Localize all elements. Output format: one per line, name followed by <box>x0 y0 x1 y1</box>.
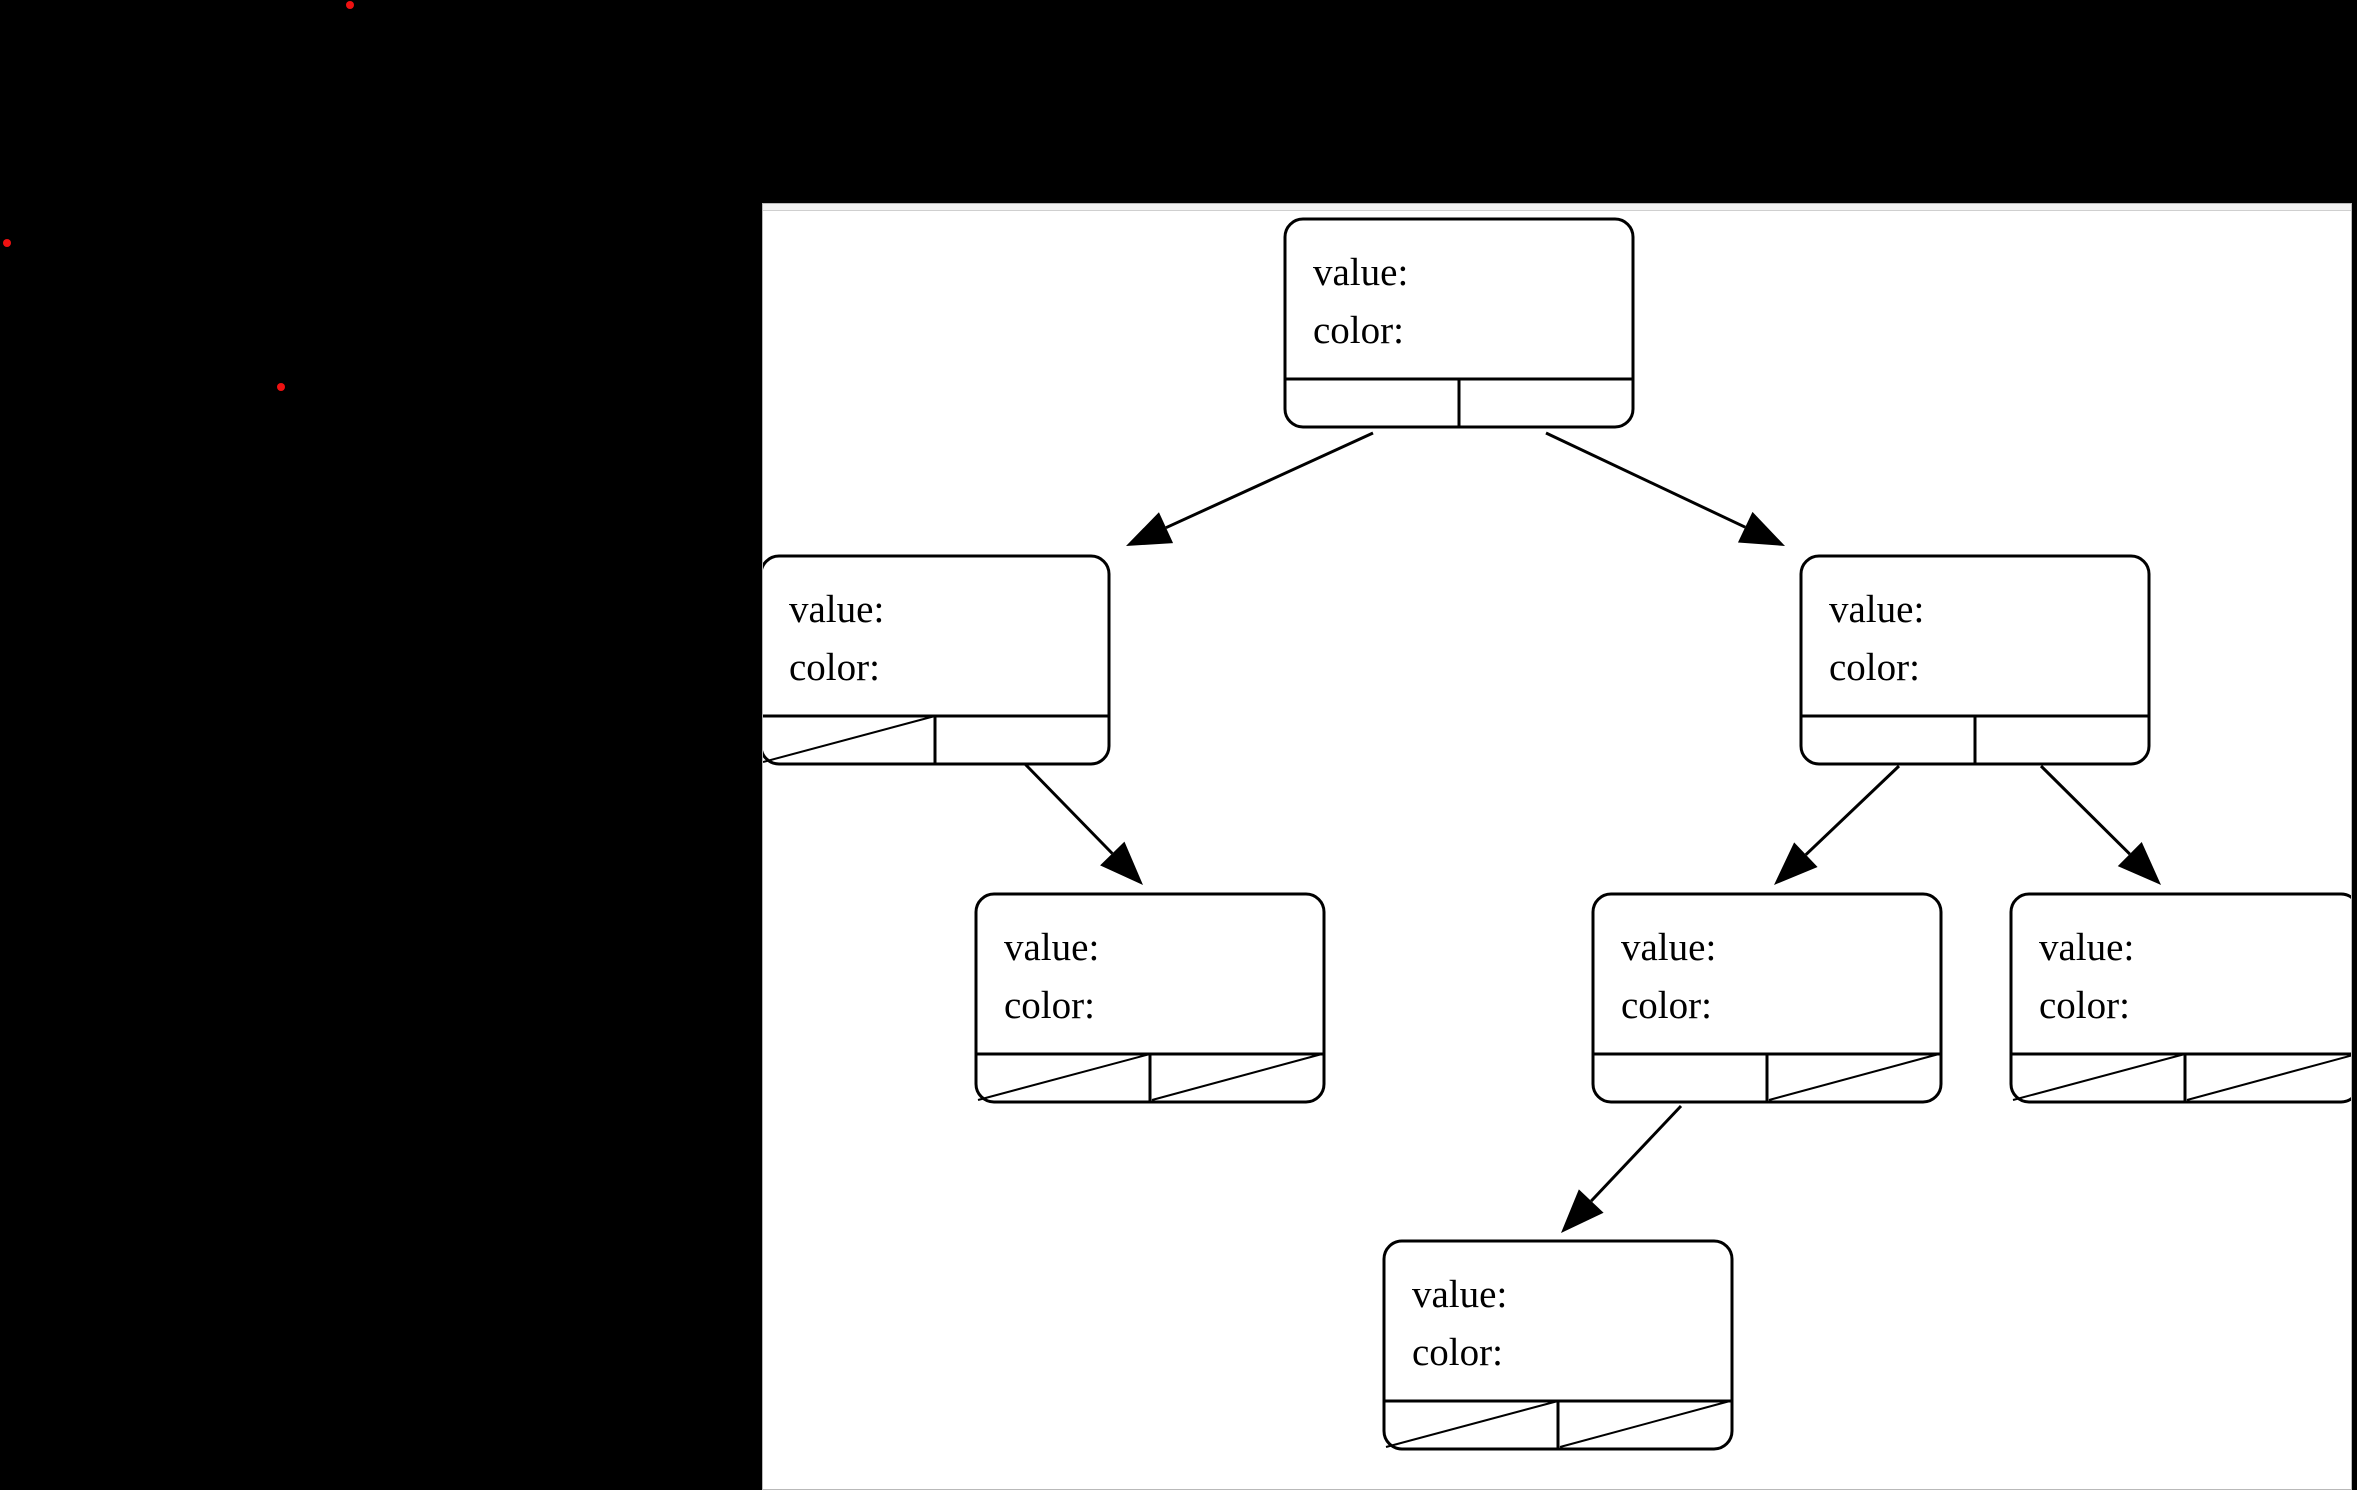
tree-node-root-value-label: value: <box>1313 251 1409 294</box>
tree-node-right-value-label: value: <box>1829 588 1925 631</box>
tree-node-root[interactable] <box>1283 217 1635 429</box>
tree-node-left-right[interactable] <box>974 892 1326 1104</box>
edge-right-left <box>1774 764 1901 885</box>
tree-node-left-color-label: color: <box>789 646 880 689</box>
dot-mid <box>277 383 285 391</box>
tree-node-right-left-value-label: value: <box>1621 926 1717 969</box>
tree-node-left-value-label: value: <box>789 588 885 631</box>
edge-left-right <box>1023 762 1143 885</box>
tree-node-deep-value-label: value: <box>1412 1273 1508 1316</box>
edge-right-right <box>2039 764 2161 885</box>
diagram-panel[interactable]: value: color: value: color: value: color: valu… <box>762 203 2352 1490</box>
tree-node-right-right-value-label: value: <box>2039 926 2135 969</box>
dot-top <box>346 1 354 9</box>
edge-root-left <box>1126 431 1374 546</box>
edge-deep <box>1561 1104 1683 1233</box>
dot-left <box>3 239 11 247</box>
tree-node-left[interactable] <box>763 554 1111 766</box>
tree-node-right[interactable] <box>1799 554 2151 766</box>
tree-node-right-color-label: color: <box>1829 646 1920 689</box>
tree-node-right-right[interactable] <box>2009 892 2352 1104</box>
tree-node-left-right-color-label: color: <box>1004 984 1095 1027</box>
tree-node-right-left[interactable] <box>1591 892 1943 1104</box>
tree-node-root-color-label: color: <box>1313 309 1404 352</box>
tree-node-right-left-color-label: color: <box>1621 984 1712 1027</box>
tree-node-deep-color-label: color: <box>1412 1331 1503 1374</box>
binary-tree-diagram <box>763 217 2352 1451</box>
edge-root-right <box>1545 431 1785 546</box>
tree-node-right-right-color-label: color: <box>2039 984 2130 1027</box>
tree-node-left-right-value-label: value: <box>1004 926 1100 969</box>
panel-titlebar <box>763 204 2351 211</box>
tree-node-deep[interactable] <box>1382 1239 1734 1451</box>
